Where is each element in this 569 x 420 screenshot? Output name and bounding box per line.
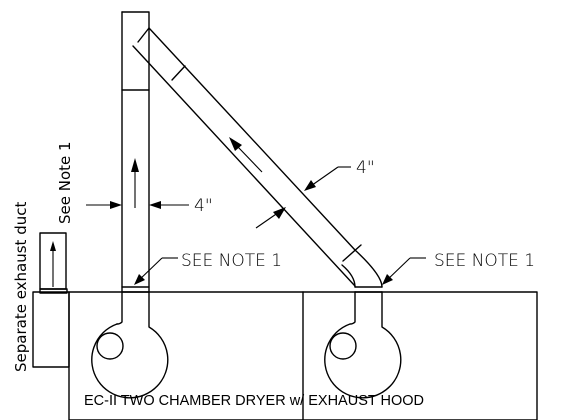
separate-exhaust-duct-label: Separate exhaust duct <box>12 202 30 372</box>
diagonal-duct-flow-arrow <box>229 137 242 151</box>
left-blower <box>91 291 169 399</box>
see-note-vertical-label: See Note 1 <box>56 141 74 224</box>
left-dimension-text: 4" <box>194 196 213 216</box>
right-note-callout: SEE NOTE 1 <box>382 251 535 285</box>
right-note-label: SEE NOTE 1 <box>434 251 535 271</box>
right-blower <box>324 291 402 399</box>
left-note-label: SEE NOTE 1 <box>181 251 282 271</box>
diagonal-duct <box>132 27 383 293</box>
diagonal-duct-width-dimension: 4" <box>255 158 375 229</box>
diagonal-dimension-text: 4" <box>356 158 375 178</box>
left-note-callout: SEE NOTE 1 <box>134 251 282 285</box>
left-duct-width-dimension: 4" <box>86 196 213 216</box>
separate-exhaust-hood <box>32 232 70 368</box>
dryer-label: EC-II TWO CHAMBER DRYER w/ EXHAUST HOOD <box>84 393 424 409</box>
left-duct-flow-arrow <box>131 158 139 172</box>
